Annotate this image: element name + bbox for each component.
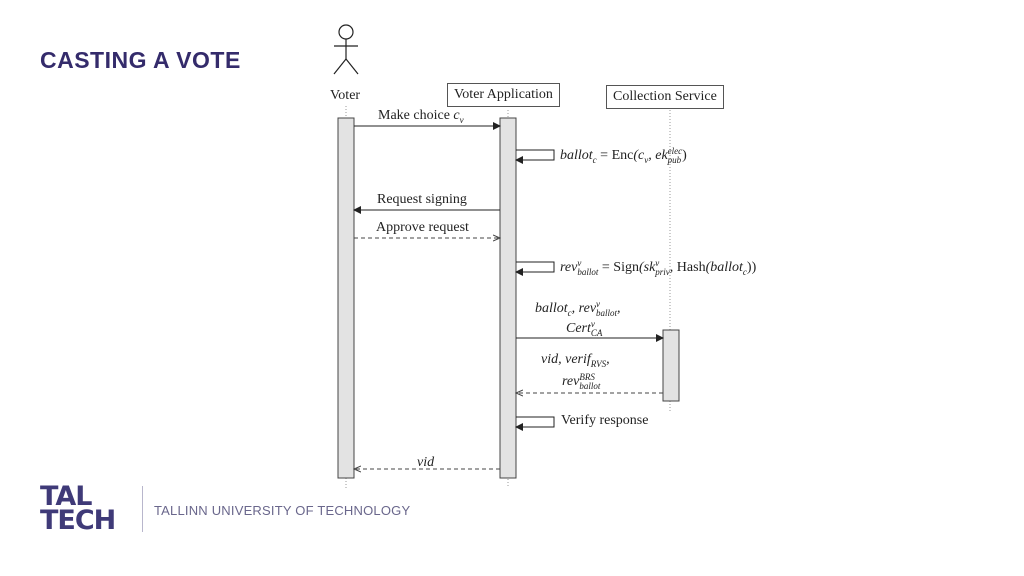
request-signing-label: Request signing: [377, 192, 467, 207]
encrypt-self-arrow: [515, 149, 555, 164]
university-name: TALLINN UNIVERSITY OF TECHNOLOGY: [154, 503, 411, 518]
taltech-logo: TAL TECH: [40, 481, 116, 536]
voter-activation-bar: [337, 117, 355, 479]
voter-stick-figure-icon: [333, 24, 359, 75]
collection-activation-bar: [662, 329, 680, 402]
verify-response-label: Verify response: [561, 413, 649, 428]
make-choice-label: Make choice cv: [378, 108, 464, 125]
actor-app-box: Voter Application: [447, 83, 560, 107]
response-label-line1: vid, verifRVS,: [541, 352, 610, 369]
approve-request-label: Approve request: [376, 220, 469, 235]
slide-title: CASTING A VOTE: [40, 47, 241, 73]
app-activation-bar: [499, 117, 517, 479]
sign-self-arrow: [515, 261, 555, 276]
actor-voter-label: Voter: [330, 88, 361, 103]
final-return-label: vid: [417, 455, 435, 470]
footer-divider: [142, 486, 143, 532]
verify-self-arrow: [515, 416, 555, 431]
actor-collection-box: Collection Service: [606, 85, 724, 109]
